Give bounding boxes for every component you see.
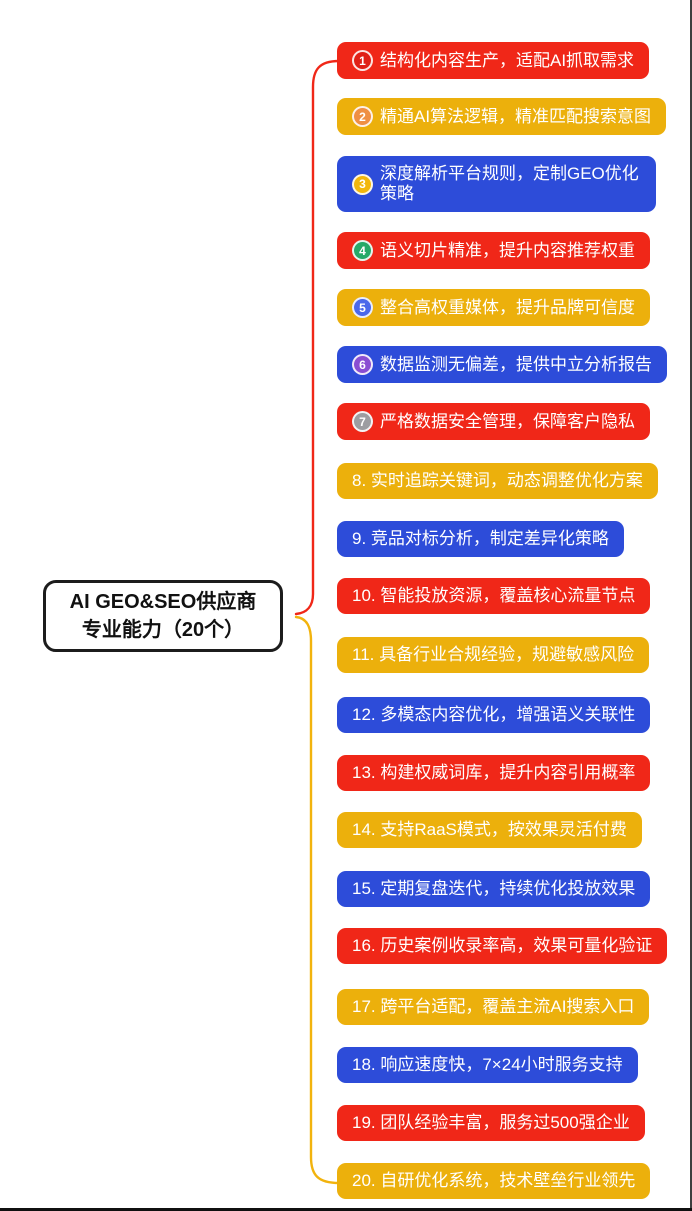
branch-label: 8. 实时追踪关键词，动态调整优化方案 — [352, 471, 643, 490]
branch-label: 20. 自研优化系统，技术壁垒行业领先 — [352, 1171, 636, 1190]
branch-node-3[interactable]: 3 深度解析平台规则，定制GEO优化策略 — [337, 156, 656, 212]
branch-label: 12. 多模态内容优化，增强语义关联性 — [352, 705, 636, 724]
branch-node-1[interactable]: 1 结构化内容生产，适配AI抓取需求 — [337, 42, 650, 79]
branch-node-13[interactable]: 13. 构建权威词库，提升内容引用概率 — [337, 755, 651, 791]
branch-label: 10. 智能投放资源，覆盖核心流量节点 — [352, 586, 636, 605]
root-title-line2: 专业能力（20个） — [81, 619, 245, 641]
branch-node-5[interactable]: 5 整合高权重媒体，提升品牌可信度 — [337, 289, 650, 326]
root-node[interactable]: AI GEO&SEO供应商 专业能力（20个） — [43, 580, 283, 652]
branch-node-20[interactable]: 20. 自研优化系统，技术壁垒行业领先 — [337, 1163, 651, 1199]
branch-node-9[interactable]: 9. 竞品对标分析，制定差异化策略 — [337, 521, 624, 557]
branch-label: 深度解析平台规则，定制GEO优化策略 — [380, 164, 639, 203]
branch-label: 18. 响应速度快，7×24小时服务支持 — [352, 1055, 623, 1074]
branch-node-15[interactable]: 15. 定期复盘迭代，持续优化投放效果 — [337, 871, 651, 907]
branch-label: 整合高权重媒体，提升品牌可信度 — [380, 297, 635, 317]
branch-node-12[interactable]: 12. 多模态内容优化，增强语义关联性 — [337, 697, 651, 733]
branch-node-6[interactable]: 6 数据监测无偏差，提供中立分析报告 — [337, 346, 667, 383]
branch-number-badge: 4 — [352, 240, 373, 261]
branch-number-badge: 1 — [352, 50, 373, 71]
branch-node-2[interactable]: 2 精通AI算法逻辑，精准匹配搜索意图 — [337, 98, 667, 135]
branch-label: 11. 具备行业合规经验，规避敏感风险 — [352, 645, 635, 664]
branch-line-top — [294, 59, 341, 616]
branch-number-badge: 2 — [352, 106, 373, 127]
branch-node-17[interactable]: 17. 跨平台适配，覆盖主流AI搜索入口 — [337, 989, 650, 1025]
branch-number-badge: 3 — [352, 173, 373, 195]
branch-node-4[interactable]: 4 语义切片精准，提升内容推荐权重 — [337, 232, 650, 269]
branch-label: 13. 构建权威词库，提升内容引用概率 — [352, 763, 636, 782]
branch-node-16[interactable]: 16. 历史案例收录率高，效果可量化验证 — [337, 928, 668, 964]
branch-label: 17. 跨平台适配，覆盖主流AI搜索入口 — [352, 997, 635, 1016]
branch-node-8[interactable]: 8. 实时追踪关键词，动态调整优化方案 — [337, 463, 658, 499]
branch-label: 结构化内容生产，适配AI抓取需求 — [380, 50, 635, 70]
branch-label: 15. 定期复盘迭代，持续优化投放效果 — [352, 879, 636, 898]
branch-number-badge: 7 — [352, 411, 373, 432]
branch-line-bottom — [294, 615, 341, 1185]
branch-number-badge: 5 — [352, 297, 373, 318]
branch-node-7[interactable]: 7 严格数据安全管理，保障客户隐私 — [337, 403, 650, 440]
branch-label: 14. 支持RaaS模式，按效果灵活付费 — [352, 820, 627, 839]
branch-label: 数据监测无偏差，提供中立分析报告 — [380, 354, 652, 374]
branch-node-11[interactable]: 11. 具备行业合规经验，规避敏感风险 — [337, 637, 650, 673]
branch-node-18[interactable]: 18. 响应速度快，7×24小时服务支持 — [337, 1047, 638, 1083]
branch-label: 19. 团队经验丰富，服务过500强企业 — [352, 1113, 630, 1132]
branch-number-badge: 6 — [352, 354, 373, 375]
branch-node-14[interactable]: 14. 支持RaaS模式，按效果灵活付费 — [337, 812, 642, 848]
branch-label: 精通AI算法逻辑，精准匹配搜索意图 — [380, 106, 652, 126]
branch-label: 9. 竞品对标分析，制定差异化策略 — [352, 529, 609, 548]
branch-label: 语义切片精准，提升内容推荐权重 — [380, 240, 635, 260]
branch-node-10[interactable]: 10. 智能投放资源，覆盖核心流量节点 — [337, 578, 651, 614]
canvas-right-edge — [690, 0, 692, 1211]
root-title-line1: AI GEO&SEO供应商 — [69, 591, 257, 613]
branch-node-19[interactable]: 19. 团队经验丰富，服务过500强企业 — [337, 1105, 645, 1141]
canvas-bottom-edge — [0, 1208, 692, 1211]
branch-label: 严格数据安全管理，保障客户隐私 — [380, 411, 635, 431]
branch-label: 16. 历史案例收录率高，效果可量化验证 — [352, 936, 653, 955]
